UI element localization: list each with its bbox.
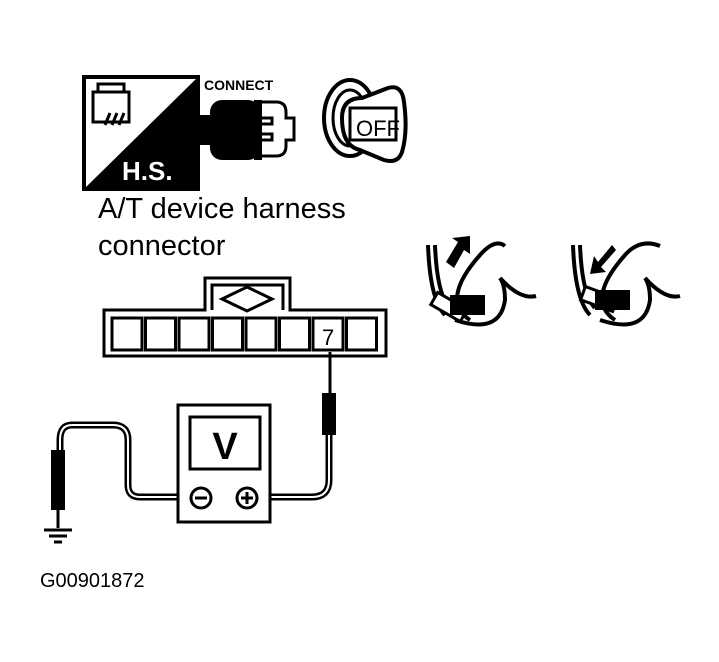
connector-cavity <box>311 316 345 352</box>
off-label: OFF <box>356 116 400 141</box>
harness-service-icon: H.S. <box>82 75 200 191</box>
figure-caption: G00901872 <box>40 570 145 592</box>
hs-label: H.S. <box>122 156 173 186</box>
connector-cavity <box>110 316 144 352</box>
connector-cavity <box>345 316 378 352</box>
harness-connector <box>102 276 388 358</box>
connector-cavity <box>144 316 177 352</box>
connect-icon: CONNECT <box>200 77 296 160</box>
connector-cavity <box>244 316 278 352</box>
connector-cavity <box>211 316 244 352</box>
ground-lead <box>51 421 188 528</box>
connector-cavity <box>278 316 311 352</box>
title-line-1: A/T device harness <box>98 193 346 225</box>
ground-symbol-icon <box>44 528 72 544</box>
voltmeter-display: V <box>212 426 238 468</box>
positive-probe <box>258 352 336 501</box>
pedal-release-icon <box>426 236 537 327</box>
voltmeter: V − + <box>176 403 272 524</box>
title-line-2: connector <box>98 230 226 262</box>
terminal-7-label: 7 <box>322 325 334 350</box>
pedal-depress-icon <box>571 241 681 327</box>
ignition-off-icon: OFF <box>322 78 408 163</box>
connect-label: CONNECT <box>204 77 274 93</box>
connector-cavity <box>177 316 211 352</box>
